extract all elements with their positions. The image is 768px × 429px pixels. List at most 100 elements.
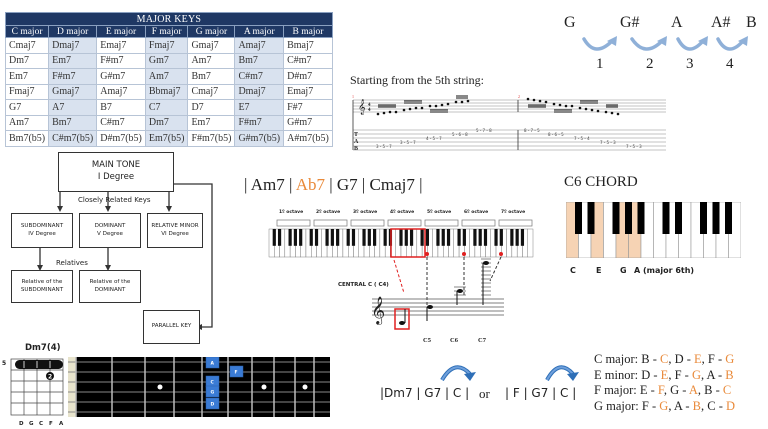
table-cell: Bm7 (48, 114, 98, 131)
svg-text:D: D (211, 402, 215, 408)
c6-keyboard-graphic (565, 201, 742, 259)
table-cell: B7 (96, 99, 146, 116)
main-tone-box: MAIN TONE I Degree (58, 152, 174, 192)
column-header: D major (48, 25, 98, 38)
svg-text:2: 2 (48, 374, 52, 381)
svg-text:F: F (49, 421, 53, 427)
step-2: 2 (646, 56, 654, 72)
relatives-label: Relatives (56, 259, 88, 267)
svg-text:8 - 6 - 5: 8 - 6 - 5 (548, 132, 564, 137)
piano-octave-graphic: 𝄞 (268, 219, 534, 330)
table-cell: Emaj7 (283, 83, 333, 100)
cadence-arrow-icons (440, 365, 579, 382)
note-a-sharp: A# (711, 14, 731, 31)
table-cell: Bmaj7 (283, 37, 333, 54)
c6-label-c: C (570, 266, 576, 275)
table-cell: C#m7 (96, 114, 146, 131)
svg-text:A: A (354, 139, 359, 145)
svg-text:2: 2 (518, 94, 520, 99)
staff-label-c6: C6 (450, 337, 458, 344)
note-b: B (746, 14, 757, 31)
table-cell: A#m7(b5) (283, 130, 333, 147)
tab-title: Starting from the 5th string: (350, 73, 484, 87)
svg-text:𝄞: 𝄞 (371, 296, 385, 325)
svg-text:7 - 5 - 3: 7 - 5 - 3 (626, 144, 642, 149)
table-cell: F#7 (283, 99, 333, 116)
c6-piano-keyboard (565, 201, 742, 259)
svg-text:3 - 5 - 7: 3 - 5 - 7 (400, 140, 416, 145)
svg-text:A: A (59, 421, 64, 427)
octave-label: 4º octave (390, 210, 415, 215)
parallel-key-box: PARALLEL KEY (143, 310, 200, 344)
note-a: A (671, 14, 683, 31)
cadence-left: |Dm7 | G7 | C | (380, 386, 470, 400)
svg-text:4: 4 (368, 108, 371, 113)
relative-key-line: E minor: D - E, F - G, A - B (594, 367, 734, 382)
table-cell: D#m7(b5) (96, 130, 146, 147)
chord-progression: | Am7 | Ab7 | G7 | Cmaj7 | (244, 175, 423, 194)
svg-text:8 - 7 - 5: 8 - 7 - 5 (524, 128, 540, 133)
relative-key-line: C major: B - C, D - E, F - G (594, 352, 735, 366)
fretboard: A F C G D (68, 356, 330, 417)
octave-label: 5º octave (427, 210, 452, 215)
svg-text:5 - 6 - 8: 5 - 6 - 8 (452, 132, 468, 137)
svg-text:A: A (211, 361, 215, 367)
svg-text:5 - 7 - 8: 5 - 7 - 8 (476, 128, 492, 133)
flowchart-connectors (37, 183, 213, 330)
table-cell: D7 (187, 99, 236, 116)
dominant-box: DOMINANT V Degree (79, 213, 141, 248)
table-cell: F#m7(b5) (187, 130, 236, 147)
svg-text:7 - 5 - 3: 7 - 5 - 3 (600, 140, 616, 145)
column-header: F major (144, 25, 189, 38)
octave-label: 7º octave (501, 210, 526, 215)
table-cell: D#m7 (283, 68, 333, 85)
step-3: 3 (686, 56, 694, 72)
tab-staff-graphic: 𝄞 4 4 T A B 1 2 (352, 94, 666, 152)
table-cell: A7 (48, 99, 98, 116)
table-cell: Bm7 (234, 52, 285, 69)
table-cell: Em7 (4, 68, 50, 85)
cadence-examples: |Dm7 | G7 | C | or | F | G7 | C | (375, 358, 585, 408)
table-cell: Cmaj7 (4, 37, 50, 54)
table-cell: C7 (144, 99, 189, 116)
svg-text:F: F (235, 370, 238, 376)
semitone-diagram: G G# A A# B 1 2 3 4 (560, 10, 760, 72)
guitar-tab: 𝄞 4 4 T A B 1 2 (348, 92, 668, 162)
table-cell: Em7 (48, 52, 98, 69)
c6-label-a: A (major 6th) (634, 266, 695, 275)
svg-text:7 - 5 - 4: 7 - 5 - 4 (574, 136, 590, 141)
highlighted-chord: Ab7 (295, 175, 325, 194)
central-c-label: CENTRAL C ( C4) (338, 282, 389, 288)
table-cell: Cmaj7 (187, 83, 236, 100)
step-1: 1 (596, 56, 604, 72)
table-cell: Bm7(b5) (4, 130, 50, 147)
table-row: Bm7(b5)C#m7(b5)D#m7(b5)Em7(b5)F#m7(b5)G#… (4, 130, 333, 147)
relative-of-subdominant-box: Relative of the SUBDOMINANT (11, 270, 73, 303)
relative-key-line: G major: F - G, A - B, C - D (594, 398, 736, 413)
step-4: 4 (726, 56, 734, 72)
chord-diagram-title: Dm7(4) (25, 343, 61, 353)
column-header: E major (96, 25, 146, 38)
note-g-sharp: G# (620, 14, 640, 31)
svg-text:B: B (354, 146, 358, 152)
table-cell: Emaj7 (96, 37, 146, 54)
table-cell: Dmaj7 (48, 37, 98, 54)
cadence-right: | F | G7 | C | (505, 386, 577, 400)
svg-text:T: T (354, 132, 358, 138)
table-cell: C#m7(b5) (48, 130, 98, 147)
table-cell: F#m7 (234, 114, 285, 131)
table-cell: Fmaj7 (4, 83, 50, 100)
table-cell: Dmaj7 (234, 83, 285, 100)
octave-label: 6º octave (464, 210, 489, 215)
cadence-or: or (479, 386, 490, 401)
subdominant-box: SUBDOMINANT IV Degree (11, 213, 73, 248)
